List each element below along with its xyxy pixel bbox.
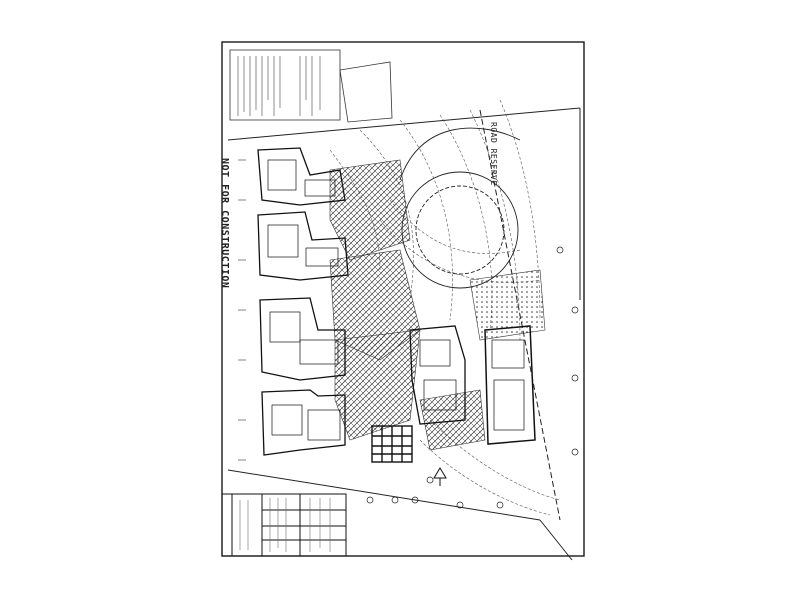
sheet-border	[221, 41, 585, 557]
title-block	[221, 493, 347, 557]
dwelling-unit-2	[257, 211, 349, 281]
north-arrow-icon	[433, 467, 447, 486]
notes-block	[229, 49, 393, 123]
landscape-hatching	[329, 159, 546, 451]
dwelling-unit-3	[259, 297, 346, 381]
dwelling-unit-1	[257, 147, 346, 206]
turning-circle	[399, 127, 521, 289]
dwelling-unit-6	[484, 325, 536, 445]
dwelling-unit-5	[409, 325, 466, 425]
dwelling-unit-4	[261, 389, 346, 456]
road-label: ROAD RESERVE	[489, 122, 498, 186]
spot-levels	[366, 246, 579, 509]
left-dimension-marks	[238, 159, 246, 461]
paver-grid	[371, 425, 413, 463]
stamp-label: NOT FOR CONSTRUCTION	[219, 158, 230, 289]
